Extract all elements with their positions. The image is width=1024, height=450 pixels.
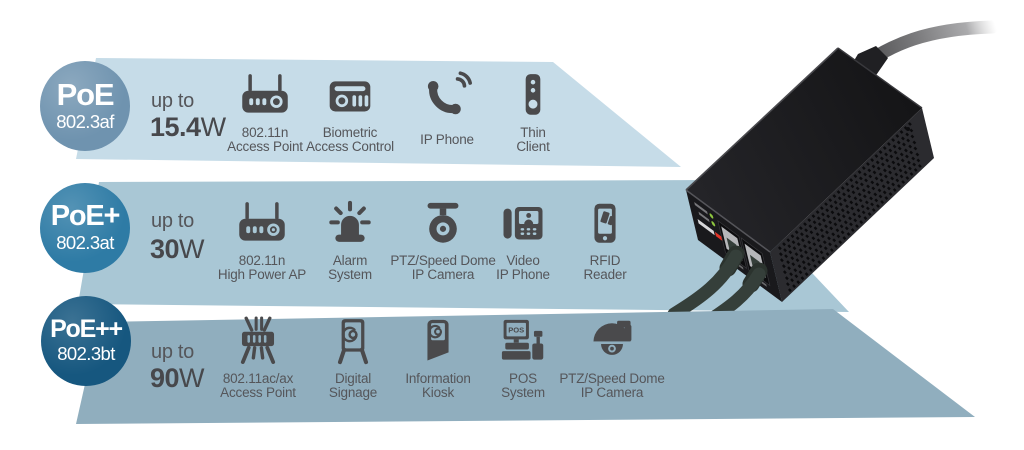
device-label-line2: System (328, 267, 372, 282)
watts-number: 90 (150, 363, 180, 393)
device-label: PTZ/Speed Dome IP Camera (559, 371, 664, 401)
wifi-access-point-icon (234, 194, 290, 250)
device-label: RFID Reader (583, 253, 626, 283)
device-label-line1: Alarm (332, 252, 368, 268)
device-label: 802.11ac/ax Access Point (220, 371, 296, 401)
watts-number: 15.4 (150, 112, 201, 142)
watts-unit: W (200, 112, 226, 142)
device-label-line2: System (501, 385, 545, 400)
device-item: Digital Signage (278, 312, 428, 401)
device-label-line1: Digital (334, 370, 372, 386)
device-label: Digital Signage (329, 371, 377, 401)
device-label-line2: IP Camera (580, 385, 644, 400)
device-label-line2: Reader (583, 267, 627, 282)
information-kiosk-icon (412, 312, 464, 368)
ptz-speed-dome-camera-icon (417, 194, 469, 250)
device-label-line1: Thin (520, 124, 546, 140)
device-label-line2: High Power AP (217, 267, 307, 282)
device-item: IP Phone (372, 66, 522, 155)
video-ip-phone-icon (497, 194, 549, 250)
up-to-label: up to (151, 210, 194, 232)
device-label-line2: Access Point (227, 139, 303, 154)
wifi-ac-ax-access-point-icon (231, 312, 285, 368)
device-label-line1: 802.11ac/ax (222, 370, 294, 386)
poe-af-badge: PoE 802.3af (40, 61, 130, 151)
device-label-line1: IP Phone (420, 131, 474, 147)
poe-ieee-code: 802.3bt (57, 342, 115, 364)
wattage-value: 90W (150, 363, 205, 394)
digital-signage-icon (327, 312, 379, 368)
thin-client-icon (507, 66, 559, 122)
poe-standard-name: PoE (56, 76, 115, 112)
device-label-line2: Access Point (220, 385, 296, 400)
device-item: 802.11n High Power AP (187, 194, 337, 283)
ip-phone-icon (421, 66, 473, 122)
device-item: POS POS System (448, 312, 598, 401)
device-item: 802.11ac/ax Access Point (183, 312, 333, 401)
device-label-line2: Client (516, 139, 550, 154)
device-item: Thin Client (458, 66, 608, 155)
device-item: PTZ/Speed Dome IP Camera (368, 194, 518, 283)
watts-unit: W (179, 363, 205, 393)
poe-ieee-code: 802.3at (56, 231, 114, 253)
device-label-line1: 802.11n (238, 252, 286, 268)
device-label: PTZ/Speed Dome IP Camera (390, 253, 495, 283)
device-label: Alarm System (328, 253, 372, 283)
watts-unit: W (179, 234, 205, 264)
device-label-line1: PTZ/Speed Dome (390, 252, 496, 268)
device-label: 802.11n High Power AP (218, 253, 306, 283)
pos-system-icon: POS (496, 312, 550, 368)
poe-bt-badge: PoE++ 802.3bt (41, 296, 131, 386)
device-item: Information Kiosk (363, 312, 513, 401)
device-label-line2: Kiosk (421, 385, 454, 400)
device-label-line1: 802.11n (241, 124, 289, 140)
device-label: Biometric Access Control (306, 125, 394, 155)
device-label-line2: Access Control (306, 139, 394, 154)
device-label-line1: Video (506, 252, 540, 268)
device-label: Video IP Phone (496, 253, 550, 283)
up-to-label: up to (151, 90, 194, 112)
device-label: IP Phone (420, 125, 474, 155)
device-label-line1: PTZ/Speed Dome (559, 370, 665, 386)
device-item: Video IP Phone (448, 194, 598, 283)
poe-ieee-code: 802.3af (56, 110, 114, 132)
wifi-access-point-icon (237, 66, 293, 122)
device-label: POS System (501, 371, 545, 401)
device-item: Alarm System (275, 194, 425, 283)
device-label-line1: RFID (589, 252, 621, 268)
device-label-line2: Signage (328, 385, 378, 400)
dome-camera-icon (585, 312, 639, 368)
wattage-value: 15.4W (150, 112, 226, 143)
device-item: PTZ/Speed Dome IP Camera (537, 312, 687, 401)
poe-standard-name: PoE+ (50, 199, 121, 232)
device-item: RFID Reader (530, 194, 680, 283)
device-item: 802.11n Access Point (190, 66, 340, 155)
wattage-value: 30W (150, 234, 205, 265)
rfid-reader-icon (579, 194, 631, 250)
device-item: Biometric Access Control (275, 66, 425, 155)
alarm-system-icon (324, 194, 376, 250)
device-label: Thin Client (516, 124, 550, 155)
device-label-line1: Biometric (322, 124, 378, 140)
device-label-line2: IP Camera (411, 267, 475, 282)
device-label: 802.11n Access Point (227, 125, 303, 155)
watts-number: 30 (150, 234, 180, 264)
device-label-line1: POS (509, 370, 537, 386)
device-label-line1: Information (405, 370, 471, 386)
pos-screen-text: POS (508, 326, 524, 335)
poe-standard-name: PoE++ (50, 314, 123, 343)
device-label: Information Kiosk (405, 370, 471, 401)
up-to-label: up to (151, 341, 194, 363)
biometric-access-control-icon (324, 66, 376, 122)
device-label-line2: IP Phone (496, 267, 550, 282)
poe-at-badge: PoE+ 802.3at (40, 183, 130, 273)
